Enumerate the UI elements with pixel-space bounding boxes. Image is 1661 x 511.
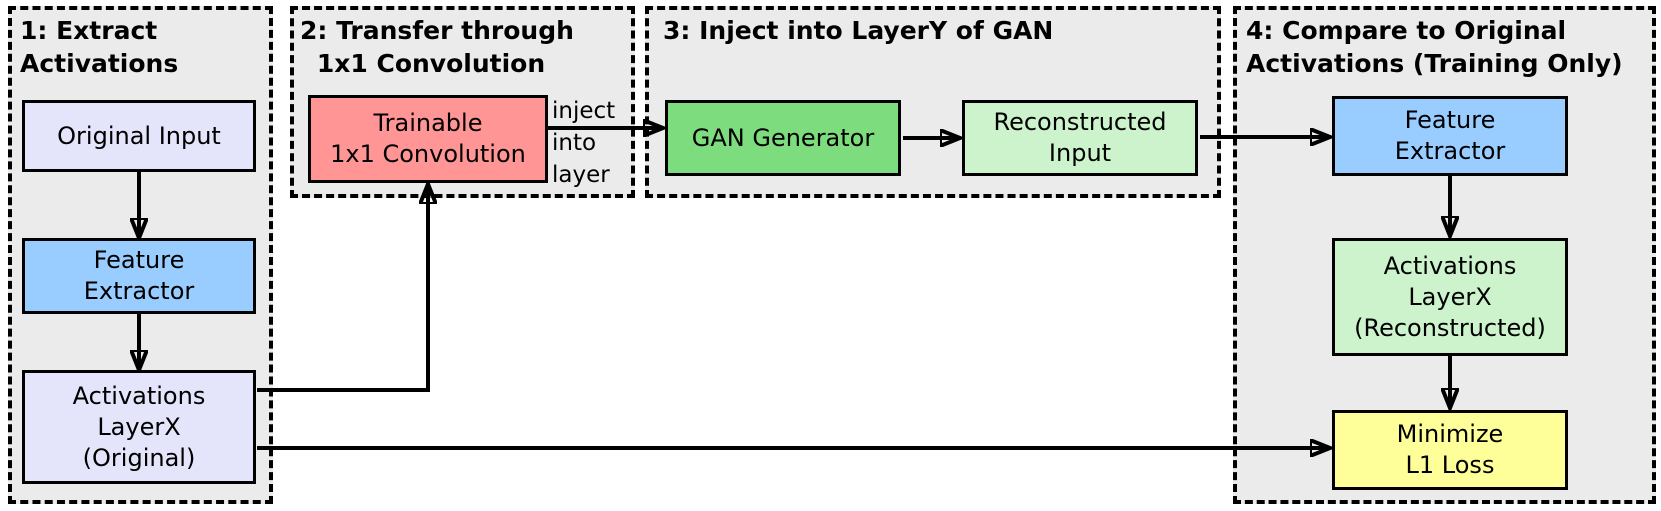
node-feature-extractor-stage1: Feature Extractor [22,238,256,314]
inject-into-layer-label: inject into layer [552,98,616,188]
stage-2-title: 2: Transfer through 1x1 Convolution [300,16,574,78]
node-activations-layerx-reconstructed: Activations LayerX (Reconstructed) [1332,238,1568,356]
arrow-activations-original-to-trainable-conv [257,186,428,392]
node-original-input: Original Input [22,100,256,172]
node-reconstructed-input: Reconstructed Input [962,100,1198,176]
node-minimize-l1-loss: Minimize L1 Loss [1332,410,1568,490]
stage-1-title: 1: Extract Activations [20,16,179,78]
node-gan-generator: GAN Generator [665,100,901,176]
node-feature-extractor-stage4: Feature Extractor [1332,96,1568,176]
stage-4-title: 4: Compare to Original Activations (Trai… [1246,16,1623,78]
node-trainable-1x1-convolution: Trainable 1x1 Convolution [308,95,548,183]
node-activations-layerx-original: Activations LayerX (Original) [22,370,256,484]
stage-3-title: 3: Inject into LayerY of GAN [663,16,1054,45]
